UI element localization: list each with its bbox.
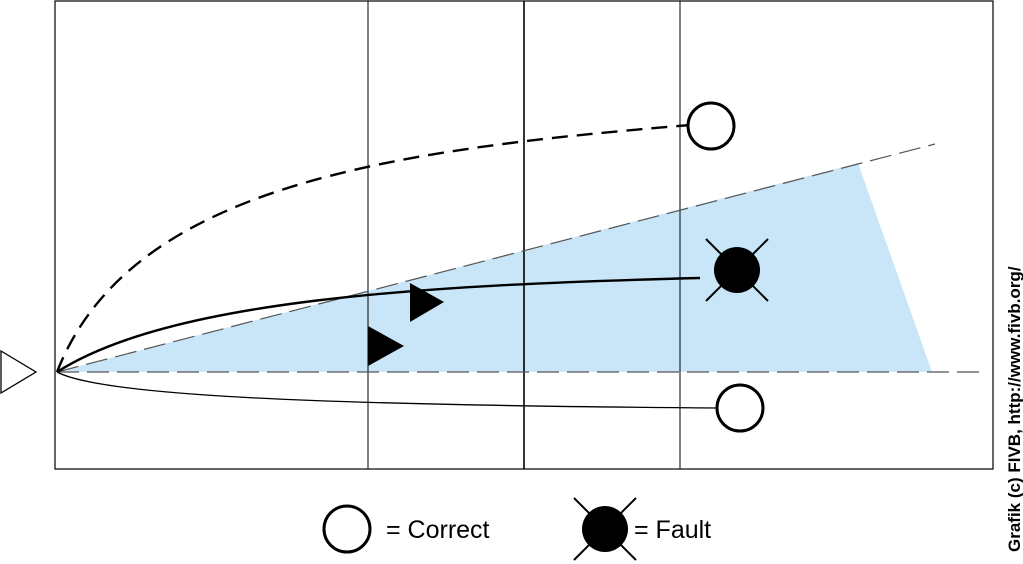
correct-circle-upper [686,101,736,151]
guide-line-diagonal [56,143,936,373]
open-circle-icon [322,504,372,554]
crossed-filled-circle-icon [573,497,637,561]
legend-correct-label: = Correct [386,516,490,544]
correct-circle-lower [715,383,765,433]
block-zone-area [57,163,932,372]
legend: = Correct = Fault [322,497,711,561]
trajectory-middle [56,276,701,374]
trajectory-high-dashed [55,123,691,373]
credit-text: Grafik (c) FIVB, http://www.fivb.org/ [1005,266,1023,552]
trajectory-low [56,371,719,409]
server-marker-icon [0,349,38,395]
direction-arrow-lower [368,326,404,366]
direction-arrow-upper [410,283,444,322]
fault-marker-icon [705,238,769,302]
legend-fault-label: = Fault [634,516,711,544]
